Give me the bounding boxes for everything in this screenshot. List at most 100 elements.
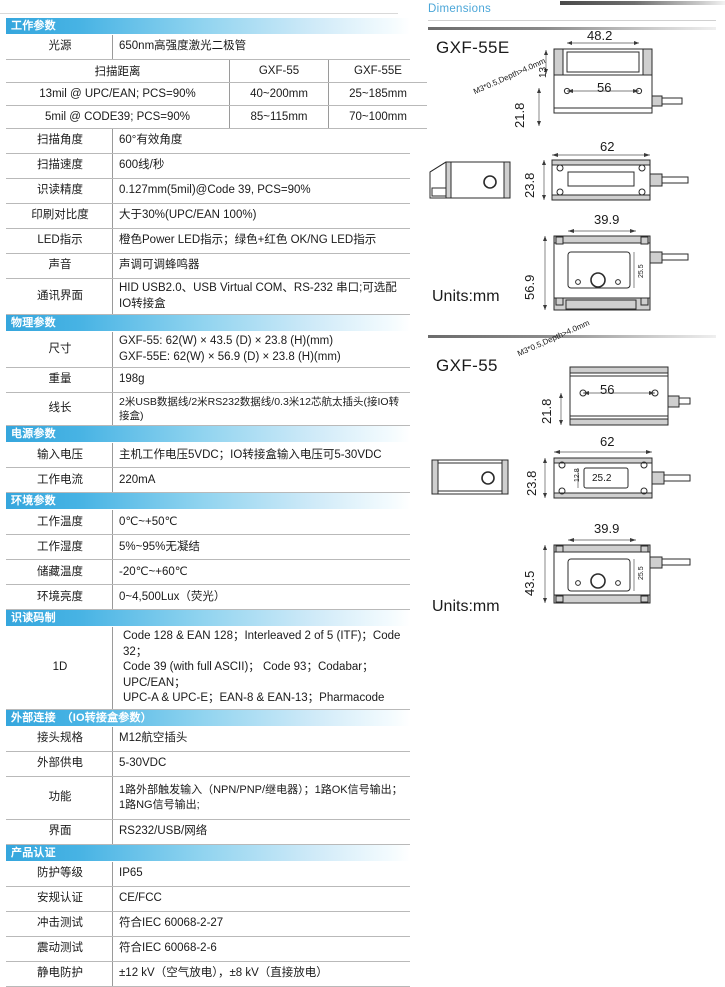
table-row: 环境亮度 0~4,500Lux（荧光） [6, 584, 410, 611]
drawing-gxf55e-front-view [544, 41, 683, 114]
table-row: 输入电压 主机工作电压5VDC；IO转接盒输入电压可5-30VDC [6, 443, 410, 469]
table-row: 防护等级 IP65 [6, 861, 410, 887]
dim-value-62-gxf55: 62 [600, 434, 615, 449]
row-label: 5mil @ CODE39; PCS=90% [6, 105, 230, 129]
row-label: 通讯界面 [6, 278, 113, 316]
row-value: 符合IEC 60068-2-6 [112, 936, 410, 962]
section-header-working-parameters: 工作参数 [6, 18, 410, 35]
row-value: 600线/秒 [112, 153, 410, 179]
row-label: 功能 [6, 776, 113, 820]
table-row: 功能 1路外部触发输入（NPN/PNP/继电器）；1路OK信号输出； 1路NG信… [6, 776, 410, 820]
row-label: 工作电流 [6, 467, 113, 494]
top-dark-bar-fragment [560, 1, 725, 5]
row-label: 工作温度 [6, 510, 113, 536]
row-value: -20℃~+60℃ [112, 559, 410, 586]
row-value: 40~200mm [229, 82, 329, 106]
row-label: 环境亮度 [6, 584, 113, 611]
drawing-gxf55-iso-view [431, 459, 509, 495]
row-label: 1D [6, 627, 113, 710]
dim-value-21-8: 21.8 [512, 102, 527, 128]
row-label: LED指示 [6, 228, 113, 254]
table-working-parameters-continued: 扫描角度 60°有效角度 扫描速度 600线/秒 识读精度 0.127mm(5m… [6, 129, 410, 316]
row-label: 声音 [6, 253, 113, 279]
table-row: 冲击测试 符合IEC 60068-2-27 [6, 911, 410, 937]
table-row: 储藏温度 -20℃~+60℃ [6, 559, 410, 586]
section-header-certification: 产品认证 [6, 844, 410, 862]
table-environment-parameters: 工作温度 0℃~+50℃ 工作湿度 5%~95%无凝结 储藏温度 -20℃~+6… [6, 510, 410, 611]
row-label: 静电防护 [6, 961, 113, 987]
row-value: 1路外部触发输入（NPN/PNP/继电器）；1路OK信号输出； 1路NG信号输出… [112, 776, 410, 820]
row-label: 界面 [6, 819, 113, 845]
table-working-parameters: 光源 650nm高强度激光二极管 [6, 35, 410, 60]
row-value: 符合IEC 60068-2-27 [112, 911, 410, 937]
model-label-gxf55e: GXF-55E [436, 38, 510, 57]
row-label: 扫描速度 [6, 153, 113, 179]
drawing-gxf55-bottom-view [543, 538, 691, 604]
row-label: 输入电压 [6, 443, 113, 469]
row-value: 85~115mm [229, 105, 329, 129]
column-header-gxf55: GXF-55 [229, 60, 329, 83]
row-label: 13mil @ UPC/EAN; PCS=90% [6, 82, 230, 106]
row-value: GXF-55: 62(W) × 43.5 (D) × 23.8 (H)(mm) … [112, 332, 410, 369]
dim-value-25-2: 25.2 [592, 473, 612, 484]
dim-value-23-8-gxf55: 23.8 [524, 470, 539, 496]
table-row: 外部供电 5-30VDC [6, 751, 410, 777]
dim-value-56: 56 [597, 80, 612, 95]
table-row: 声音 声调可调蜂鸣器 [6, 253, 410, 279]
table-row: 线长 2米USB数据线/2米RS232数据线/0.3米12芯航太插头(接IO转接… [6, 392, 410, 427]
dim-value-62: 62 [600, 139, 615, 154]
table-row: 震动测试 符合IEC 60068-2-6 [6, 936, 410, 962]
row-label: 线长 [6, 392, 113, 427]
table-row: 印刷对比度 大于30%(UPC/EAN 100%) [6, 203, 410, 229]
table-power-parameters: 输入电压 主机工作电压5VDC；IO转接盒输入电压可5-30VDC 工作电流 2… [6, 443, 410, 494]
group-divider-top [428, 27, 716, 30]
table-certification: 防护等级 IP65 安规认证 CE/FCC 冲击测试 符合IEC 60068-2… [6, 861, 410, 987]
units-label-bottom: Units:mm [432, 598, 500, 615]
dimensions-panel: Dimensions GXF-55E M3*0.5,Depth>4.0mm [424, 0, 725, 763]
dim-value-21-8-gxf55: 21.8 [539, 398, 554, 424]
row-value: 主机工作电压5VDC；IO转接盒输入电压可5-30VDC [112, 443, 410, 469]
dimensions-title: Dimensions [428, 3, 492, 15]
row-label: 重量 [6, 367, 113, 394]
model-label-gxf55: GXF-55 [436, 356, 498, 375]
row-value: RS232/USB/网络 [112, 819, 410, 845]
row-label: 光源 [6, 35, 113, 60]
row-value: 198g [112, 367, 410, 394]
drawing-gxf55-front-view [559, 366, 691, 426]
table-row: 接头规格 M12航空插头 [6, 726, 410, 752]
row-value: 5%~95%无凝结 [112, 534, 410, 561]
dim-value-13: 13 [538, 66, 549, 78]
row-value: CE/FCC [112, 886, 410, 912]
section-header-symbologies: 识读码制 [6, 610, 410, 628]
row-label: 安规认证 [6, 886, 113, 912]
dim-value-12-8: 12.8 [574, 468, 581, 482]
units-label-top: Units:mm [432, 288, 500, 305]
row-value: 0℃~+50℃ [112, 510, 410, 536]
dim-value-43-5: 43.5 [522, 570, 537, 596]
row-value: 220mA [112, 467, 410, 494]
row-value: 70~100mm [328, 105, 427, 129]
drawing-gxf55e-side-view [542, 153, 689, 201]
table-row: 工作湿度 5%~95%无凝结 [6, 534, 410, 561]
dim-value-56-gxf55: 56 [600, 382, 615, 397]
section-header-external-connection: 外部连接 （IO转接盒参数） [6, 709, 410, 727]
table-row: 通讯界面 HID USB2.0、USB Virtual COM、RS-232 串… [6, 278, 410, 316]
table-row: 扫描角度 60°有效角度 [6, 129, 410, 154]
table-row: 1D Code 128 & EAN 128；Interleaved 2 of 5… [6, 627, 410, 710]
table-row: 13mil @ UPC/EAN; PCS=90% 40~200mm 25~185… [6, 82, 427, 106]
row-value: 声调可调蜂鸣器 [112, 253, 410, 279]
scan-distance-header: 扫描距离 [6, 60, 230, 83]
table-external-connection: 接头规格 M12航空插头 外部供电 5-30VDC 功能 1路外部触发输入（NP… [6, 726, 410, 845]
table-row: LED指示 橙色Power LED指示；绿色+红色 OK/NG LED指示 [6, 228, 410, 254]
dim-value-39-9-gxf55: 39.9 [594, 521, 620, 536]
row-value: IP65 [112, 861, 410, 887]
table-physical-parameters: 尺寸 GXF-55: 62(W) × 43.5 (D) × 23.8 (H)(m… [6, 332, 410, 427]
row-label: 外部供电 [6, 751, 113, 777]
row-value: 5-30VDC [112, 751, 410, 777]
table-row: 重量 198g [6, 367, 410, 394]
dim-value-56-9: 56.9 [522, 274, 537, 300]
dim-line-21-8 [537, 88, 541, 126]
dimensions-title-underline [428, 20, 716, 21]
row-value: ±12 kV（空气放电），±8 kV（直接放电） [112, 961, 410, 987]
